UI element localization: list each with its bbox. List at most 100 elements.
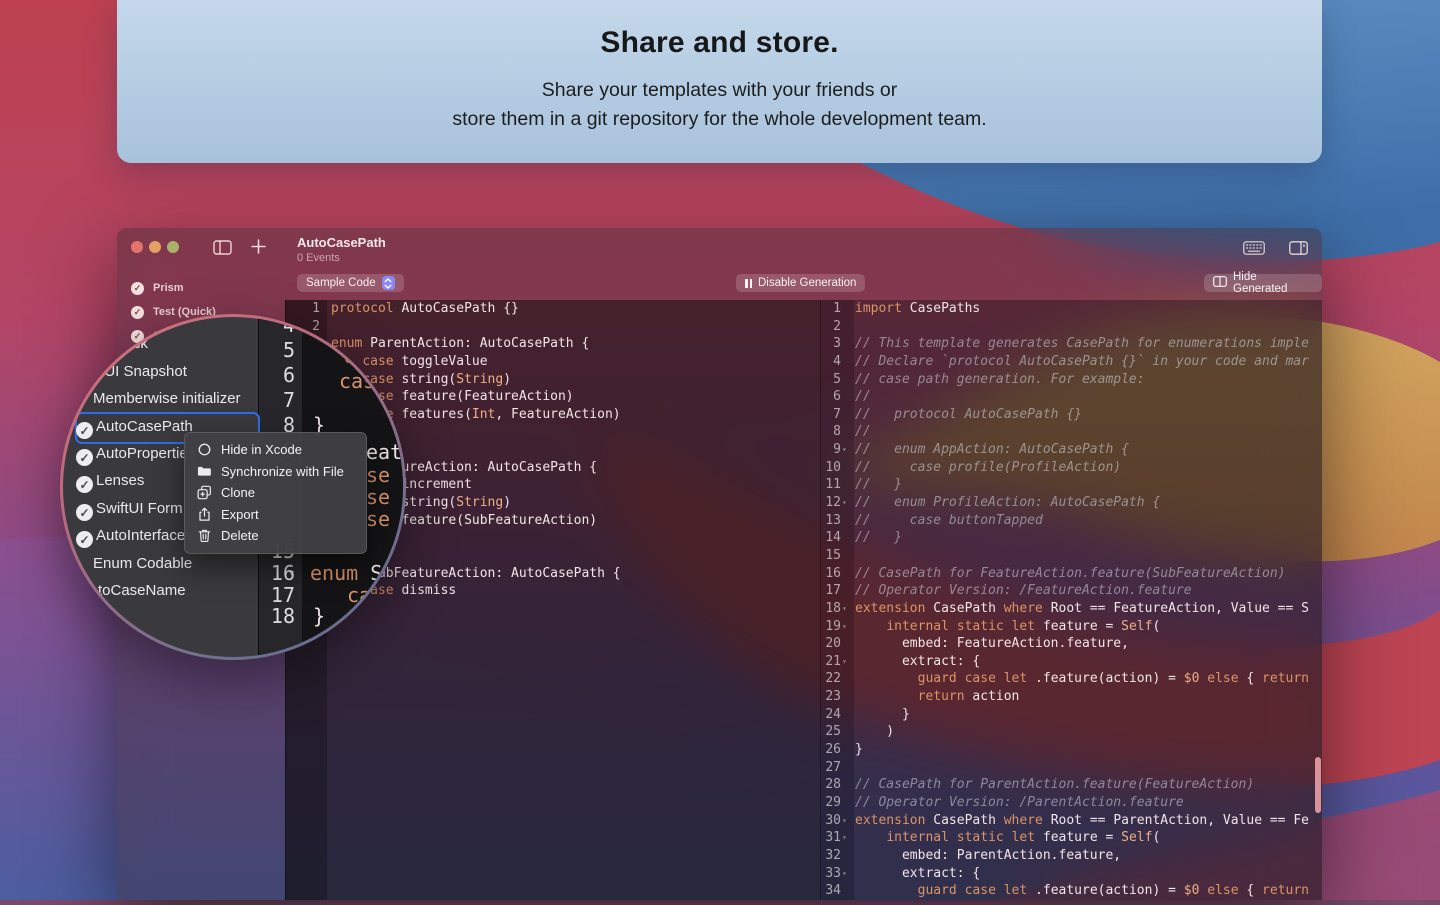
- code-line-text: // case profile(ProfileAction): [855, 459, 1122, 475]
- generated-code-line: 8 //: [820, 423, 1322, 441]
- traffic-minimize-button[interactable]: [149, 241, 161, 253]
- sidebar-item[interactable]: ✓Test (Quick): [117, 300, 285, 324]
- line-number: 23: [825, 689, 841, 705]
- fold-spacer: [841, 794, 849, 812]
- line-number: 17: [825, 583, 841, 599]
- lens-item[interactable]: Mock: [112, 335, 148, 352]
- fold-marker-icon: ▾: [842, 621, 847, 631]
- hide-generated-label: Hide Generated: [1233, 271, 1288, 295]
- keyboard-shortcuts-icon[interactable]: [1243, 241, 1265, 260]
- line-number: 16: [825, 565, 841, 581]
- picker-chevrons-icon: [381, 276, 395, 290]
- menu-item-clone[interactable]: Clone: [185, 482, 366, 504]
- lens-code-fragment: ca: [343, 344, 368, 368]
- fold-spacer: [841, 406, 849, 424]
- line-number: 28: [825, 777, 841, 793]
- banner-title: Share and store.: [600, 26, 839, 59]
- generated-code-line: 10// case profile(ProfileAction): [820, 459, 1322, 477]
- line-number: 31: [825, 830, 841, 846]
- lens-line-number: 5: [282, 338, 295, 362]
- window-events-count: 0 Events: [297, 252, 340, 264]
- checkmark-icon: ✓: [131, 281, 144, 295]
- generated-code-line: 7// protocol AutoCasePath {}: [820, 406, 1322, 424]
- line-number: 32: [825, 847, 841, 863]
- code-line-text: return action: [917, 689, 1020, 705]
- menu-item-label: Clone: [221, 485, 255, 501]
- traffic-close-button[interactable]: [131, 241, 143, 253]
- fold-spacer: [841, 776, 849, 794]
- generated-code-line: 29// Operator Version: /ParentAction.fea…: [820, 794, 1322, 812]
- lens-item[interactable]: Lenses: [96, 472, 145, 489]
- generated-code-line: 11// }: [820, 476, 1322, 494]
- toggle-sidebar-icon[interactable]: [213, 240, 232, 260]
- layout-panes-icon[interactable]: [1289, 241, 1308, 260]
- lens-item[interactable]: AutoProperties: [96, 445, 196, 462]
- menu-item-hide-in-xcode[interactable]: Hide in Xcode: [185, 439, 366, 461]
- menu-item-label: Hide in Xcode: [221, 442, 302, 458]
- lens-item[interactable]: toCaseName: [98, 582, 186, 599]
- menu-item-delete[interactable]: Delete: [185, 525, 366, 547]
- lens-item[interactable]: AutoInterfaces: [96, 527, 193, 544]
- fold-spacer: [841, 335, 849, 353]
- add-template-icon[interactable]: [250, 238, 267, 260]
- code-line-text: guard case let .feature(action) = $0 els…: [917, 883, 1310, 899]
- line-number: 34: [825, 883, 841, 899]
- generated-code-line: 33▾ extract: {: [820, 865, 1322, 883]
- code-line-text: // }: [855, 477, 902, 493]
- code-line-text: extension CasePath where Root == Feature…: [855, 600, 1309, 616]
- fold-marker-icon: ▾: [289, 568, 295, 579]
- line-number: 5: [833, 371, 841, 387]
- checkmark-icon: ✓: [76, 504, 93, 521]
- lens-line-number: 6: [282, 363, 295, 387]
- code-line-text: //: [855, 424, 871, 440]
- line-number: 3: [833, 336, 841, 352]
- line-number: 22: [825, 671, 841, 687]
- menu-item-export[interactable]: Export: [185, 504, 366, 526]
- line-number: 8: [833, 424, 841, 440]
- lens-item[interactable]: Memberwise initializer: [93, 390, 241, 407]
- lens-item-selected[interactable]: AutoCasePath: [96, 418, 193, 435]
- fold-spacer: [841, 512, 849, 530]
- line-number: 4: [833, 353, 841, 369]
- line-number: 14: [825, 530, 841, 546]
- lens-item[interactable]: SwiftUI Form: [96, 500, 183, 517]
- fold-spacer: [320, 300, 328, 318]
- generated-code-line: 17// Operator Version: /FeatureAction.fe…: [820, 582, 1322, 600]
- app-window: AutoCasePath 0 Events Sample Code Disabl…: [117, 228, 1322, 900]
- line-number: 12: [825, 495, 841, 511]
- generated-code-line: 27: [820, 759, 1322, 777]
- folder-icon: [197, 464, 212, 479]
- fold-spacer: [841, 529, 849, 547]
- fold-spacer: [841, 670, 849, 688]
- sidebar-item-label: Prism: [153, 282, 184, 294]
- fold-spacer: [841, 723, 849, 741]
- line-number: 15: [825, 547, 841, 563]
- code-line-text: //: [855, 389, 871, 405]
- code-line-text: }: [855, 706, 910, 722]
- lens-item[interactable]: Enum Codable: [93, 555, 193, 572]
- code-line-text: // CasePath for ParentAction.feature(Fea…: [855, 777, 1255, 793]
- code-line-text: extract: {: [855, 865, 981, 881]
- fold-spacer: [841, 635, 849, 653]
- sidebar-item[interactable]: ✓ Prism: [117, 276, 285, 300]
- menu-item-synchronize-with-file[interactable]: Synchronize with File: [185, 461, 366, 483]
- fold-marker-icon: ▾: [842, 498, 847, 508]
- code-line-text: embed: FeatureAction.feature,: [855, 636, 1129, 652]
- disable-generation-button[interactable]: Disable Generation: [736, 274, 866, 292]
- code-line-text: [849, 318, 855, 336]
- line-number: 6: [833, 389, 841, 405]
- hide-generated-button[interactable]: Hide Generated: [1204, 271, 1322, 295]
- lens-line-number: 4: [282, 317, 295, 337]
- line-number: 7: [833, 406, 841, 422]
- fold-marker-icon: ▾: [842, 656, 847, 666]
- fold-marker-icon: ▾: [842, 833, 847, 843]
- traffic-zoom-button[interactable]: [167, 241, 179, 253]
- lens-code-fragment: }: [313, 413, 326, 437]
- fold-spacer: [841, 459, 849, 477]
- scrollbar-thumb[interactable]: [1315, 757, 1321, 813]
- line-number: 1: [833, 301, 841, 316]
- lens-item[interactable]: ftUI Snapshot: [96, 363, 187, 380]
- template-picker[interactable]: Sample Code: [297, 274, 404, 292]
